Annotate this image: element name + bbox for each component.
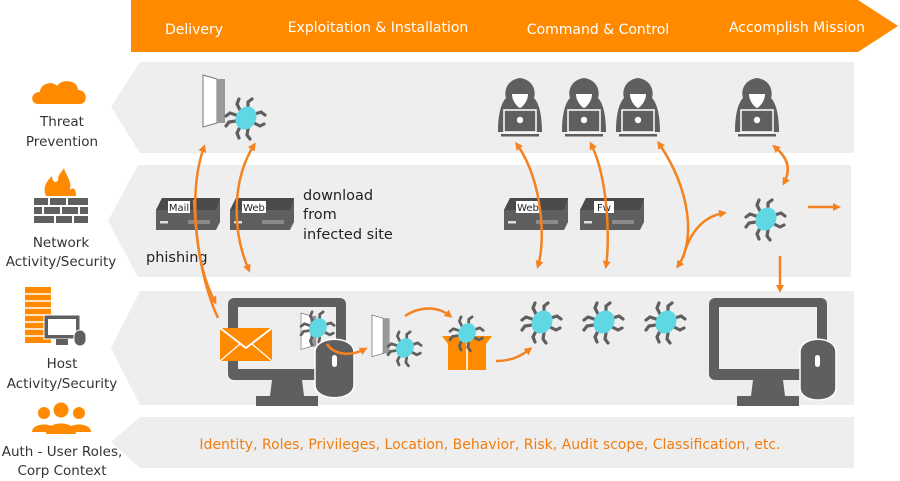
- row-label-auth-line2: Corp Context: [18, 463, 107, 479]
- mouse-icon: [799, 338, 837, 401]
- band-auth-context: [111, 417, 854, 468]
- row-label-auth-line1: Auth - User Roles,: [2, 444, 123, 460]
- arrow-host-to-door: [325, 343, 368, 355]
- email-envelope-icon: [219, 327, 273, 362]
- band-threat-prevention: [111, 62, 854, 153]
- auth-context-attributes: Identity, Roles, Privileges, Location, B…: [199, 437, 780, 453]
- arrow-web-threat: [235, 142, 256, 273]
- backdoor-icon: [371, 314, 391, 358]
- fw-device-label: Fw: [597, 203, 611, 214]
- arrow-hacker1-web: [515, 141, 544, 269]
- row-label-threat-line1: Threat: [39, 114, 84, 130]
- arrow-payload-to-bug: [495, 347, 533, 363]
- download-label-line1: download: [303, 188, 373, 204]
- stage-command-control: Command & Control: [527, 22, 669, 38]
- stage-accomplish-mission: Accomplish Mission: [729, 20, 865, 36]
- row-label-threat-line2: Prevention: [26, 134, 98, 150]
- stage-delivery: Delivery: [165, 22, 223, 38]
- device-tag-bg: [168, 201, 190, 213]
- row-label-host-line1: Host: [47, 356, 78, 372]
- backdoor-icon: [202, 74, 226, 128]
- server-desktop-icon: [25, 287, 87, 347]
- web-device-label: Web: [243, 203, 265, 214]
- download-label-line2: from: [303, 207, 337, 223]
- arrow-hacker4-bug: [772, 144, 790, 186]
- row-label-network-line1: Network: [33, 235, 90, 251]
- download-label-line3: infected site: [303, 227, 393, 243]
- arrow-to-bug: [681, 209, 727, 259]
- flow-arrows: [192, 140, 841, 363]
- stage-banner: [131, 0, 898, 52]
- firewall-icon: [34, 168, 88, 223]
- arrow-phishing-to-host: [192, 199, 217, 305]
- mail-device-label: Mail: [169, 203, 189, 214]
- row-label-host-line2: Activity/Security: [7, 376, 117, 392]
- stage-exploitation-installation: Exploitation & Installation: [288, 20, 469, 36]
- phishing-label: phishing: [146, 250, 208, 266]
- cloud-icon: [32, 81, 86, 104]
- arrow-hacker2-fw: [589, 141, 611, 269]
- mouse-icon: [314, 338, 355, 399]
- row-label-network-line2: Activity/Security: [6, 254, 116, 270]
- arrow-door-to-payload: [404, 307, 453, 318]
- users-icon: [32, 402, 91, 434]
- web-proxy-label: Web: [517, 203, 539, 214]
